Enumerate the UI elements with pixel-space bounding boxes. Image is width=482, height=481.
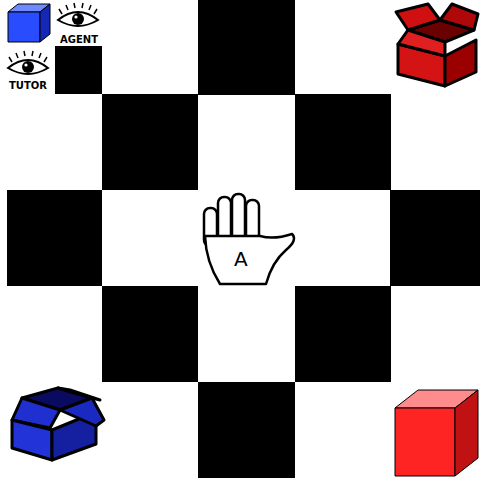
hand-letter: A (234, 249, 248, 269)
agent-eye (58, 3, 98, 26)
agent-label: AGENT (60, 35, 98, 45)
hand-cursor (204, 194, 294, 284)
blue-open-box (12, 388, 104, 460)
red-open-box (396, 4, 478, 86)
tutor-label: TUTOR (9, 81, 47, 91)
red-cube (395, 390, 478, 476)
black-squares (7, 0, 480, 478)
tutor-eye (8, 51, 48, 74)
blue-cube (8, 4, 50, 42)
